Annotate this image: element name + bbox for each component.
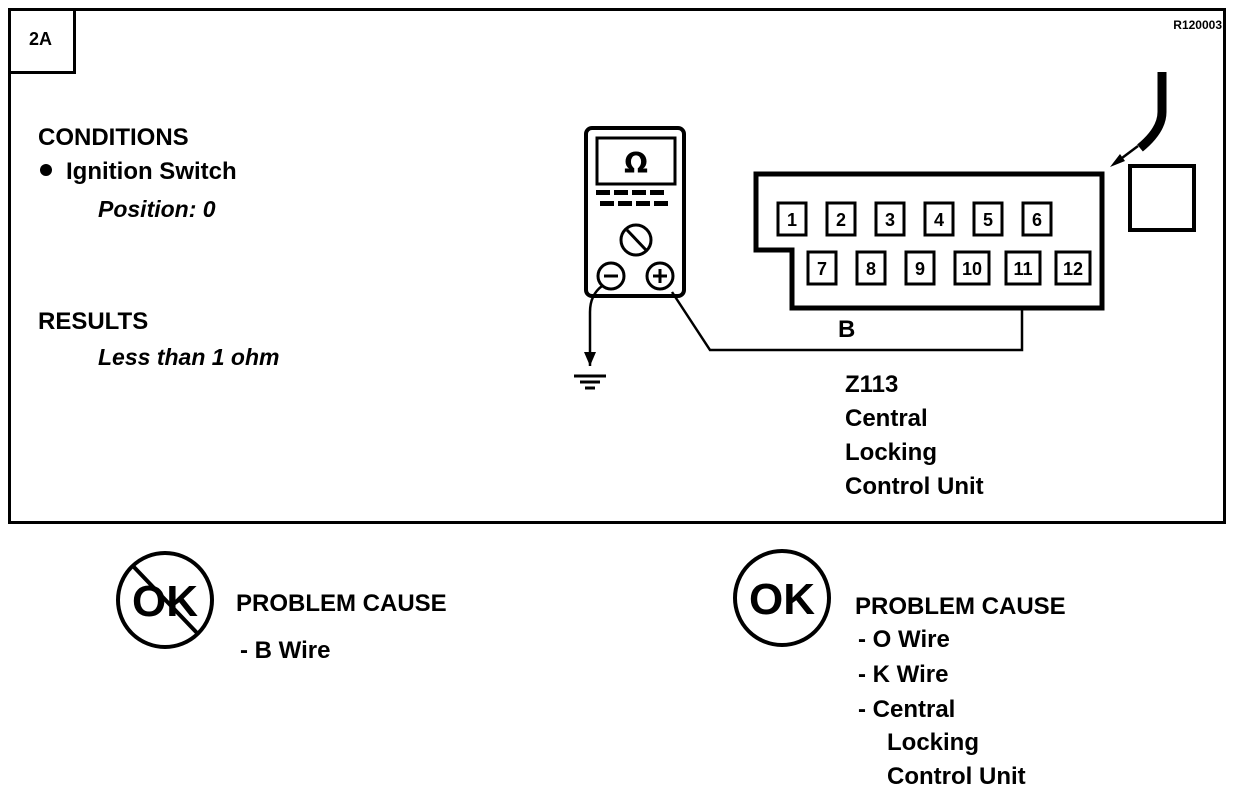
results-value: Less than 1 ohm: [98, 344, 280, 370]
ok-cause-continued: Locking: [887, 729, 980, 756]
results-heading: RESULTS: [38, 308, 149, 335]
mating-connector-icon: [1110, 72, 1196, 232]
component-name-line3: Control Unit: [845, 473, 984, 500]
connector-pins-top: [776, 201, 1053, 237]
pin-label: 3: [885, 210, 895, 230]
ok-cause: - Central: [858, 696, 956, 723]
pin-label: 9: [915, 259, 925, 279]
bullet-icon: [40, 163, 52, 176]
pin-label: 4: [934, 210, 944, 230]
condition-item-label: Ignition Switch: [66, 158, 237, 185]
meter-display-symbol: Ω: [624, 147, 648, 180]
pin-label: 10: [962, 259, 982, 279]
ground-lead: [574, 285, 606, 390]
ok-cause: - O Wire: [858, 626, 950, 653]
pin-label: 5: [983, 210, 993, 230]
connector-name: B: [838, 316, 856, 343]
pin-label: 2: [836, 210, 846, 230]
pin-label: 7: [817, 259, 827, 279]
ok-label: OK: [749, 575, 815, 624]
test-panel-frame: [8, 8, 1226, 524]
not-ok-heading: PROBLEM CAUSE: [236, 590, 447, 617]
pin-label: 6: [1032, 210, 1042, 230]
condition-item: Ignition Switch: [40, 158, 237, 186]
conditions-heading: CONDITIONS: [38, 124, 189, 151]
step-id: 2A: [28, 29, 52, 49]
pin-label: 11: [1013, 259, 1032, 279]
ok-heading: PROBLEM CAUSE: [855, 593, 1066, 620]
ok-cause: - K Wire: [858, 661, 949, 688]
step-id-box: 2A: [8, 8, 76, 74]
multimeter-icon: [584, 126, 686, 298]
condition-detail: Position: 0: [98, 196, 216, 222]
component-code: Z113: [845, 371, 899, 398]
not-ok-cause: - B Wire: [240, 637, 331, 664]
component-name-line1: Central: [845, 405, 928, 432]
connector-pins-bottom: [806, 250, 1092, 286]
pin-label: 1: [787, 210, 797, 230]
ok-cause-continued: Control Unit: [887, 763, 1026, 790]
reference-code: R120003: [1173, 18, 1222, 32]
connector-outline: [753, 171, 1105, 311]
component-name-line2: Locking: [845, 439, 938, 466]
not-ok-icon: OK: [116, 551, 214, 649]
pin-label: 12: [1063, 259, 1083, 279]
pin-label: 8: [866, 259, 876, 279]
ok-icon: OK: [733, 549, 831, 647]
